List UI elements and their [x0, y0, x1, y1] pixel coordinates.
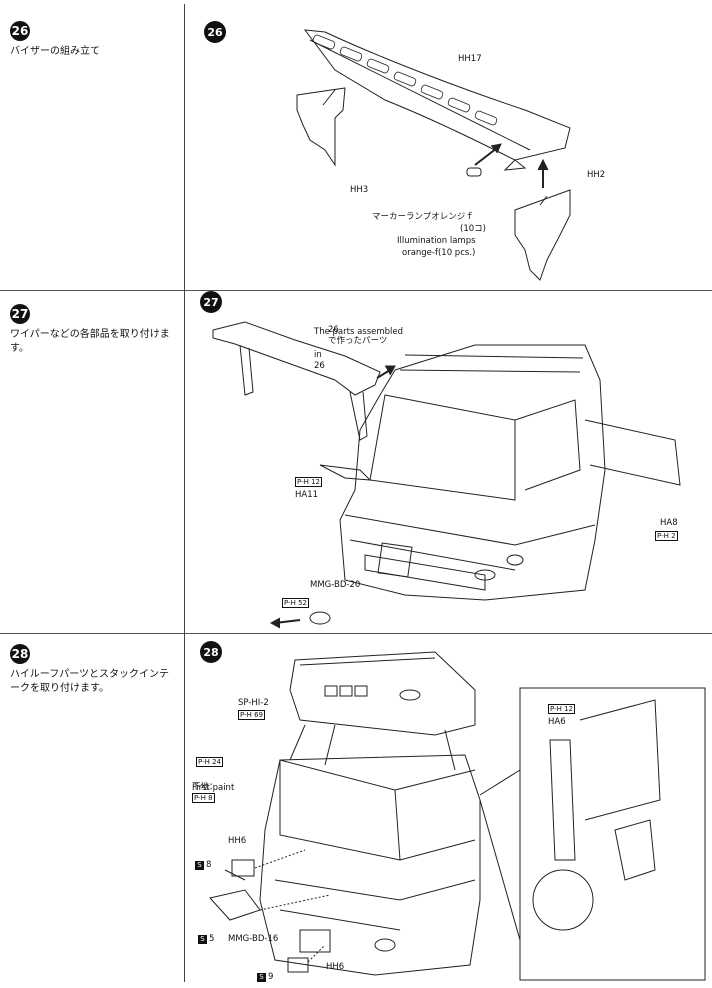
parts-assembled-in-text: in	[314, 350, 322, 360]
mmg-bd-20-page-label: P-H 52	[282, 598, 309, 609]
hh6-top-label: HH6	[228, 836, 247, 846]
step-28-badge-text: 28	[203, 646, 218, 659]
column-divider	[184, 4, 185, 982]
ha8-page-ref: P-H 2	[655, 531, 678, 541]
ha8-label: HA8	[660, 518, 678, 528]
hh3-label: HH3	[350, 185, 369, 195]
s5-badge: S	[198, 935, 207, 944]
made-in-26-text: で作ったパーツ	[328, 336, 388, 346]
step-27-description: 27 ワイパーなどの各部品を取り付けます。	[10, 303, 180, 356]
truck-cab-28-drawing	[209, 724, 481, 976]
step-description-column: 26 バイザーの組み立て 27 ワイパーなどの各部品を取り付けます。 28 ハイ…	[0, 0, 184, 988]
sp-hi-2-label: SP-HI-2	[238, 698, 269, 708]
inset-page-ref: P-H 12	[548, 704, 575, 714]
step-27-title: ワイパーなどの各部品を取り付けます。	[10, 329, 170, 354]
sp-hi-2-page-label: P-H 69	[238, 710, 265, 721]
s9-badge: S	[257, 973, 266, 982]
page-24-ref: P-H 24	[196, 757, 223, 767]
visor-assembly-drawing	[212, 321, 396, 441]
step-26-description: 26 バイザーの組み立て	[10, 20, 180, 59]
separator-26-27	[0, 290, 184, 291]
step-27-badge	[200, 291, 222, 313]
ha6-label: HA6	[548, 717, 566, 727]
step-28-number: 28	[10, 644, 30, 664]
ha8-page-label: P-H 2	[655, 531, 678, 542]
ha11-label: HA11	[295, 490, 319, 500]
ha11-page-ref: P-H 12	[295, 477, 322, 487]
diagram-separator-26-27	[185, 290, 712, 291]
step-26-title: バイザーの組み立て	[10, 46, 100, 57]
truck-cab-drawing	[319, 344, 681, 601]
marker-lamp-en2-label: orange-f(10 pcs.)	[402, 248, 476, 258]
high-roof-drawing	[269, 611, 476, 736]
marker-lamp-jp-label: マーカーランプオレンジｆ	[372, 212, 474, 222]
bracket-hh3-drawing	[296, 87, 346, 167]
separator-27-28	[0, 633, 184, 634]
made-in-26-ref: 26	[328, 325, 339, 335]
inset-page-label: P-H 12	[548, 704, 575, 715]
mmg-bd-20-page-ref: P-H 52	[282, 598, 309, 608]
step-27-number: 27	[10, 304, 30, 324]
step-26-number: 26	[10, 21, 30, 41]
mmg-bd-16-label: MMG-BD-16	[228, 934, 279, 944]
mmg16-part-drawing	[209, 889, 261, 921]
made-in-26-label: 26 で作ったパーツ	[328, 314, 387, 347]
marker-lamp-en1-label: Illumination lamps	[397, 236, 476, 246]
parts-assembled-en2-label: in 26	[314, 339, 325, 372]
inset-detail-box	[479, 687, 706, 981]
s8-number: 8	[206, 860, 212, 870]
mmg20-part-drawing	[309, 611, 331, 625]
first-paint-jp-text: 下地：	[192, 782, 218, 792]
assembly-diagrams: 26 27 28	[200, 21, 706, 981]
first-paint-jp-label: 下地： P-H 8	[192, 771, 218, 804]
first-paint-page-ref: P-H 8	[192, 793, 215, 803]
step-26-badge	[204, 21, 226, 43]
diagram-separator-27-28	[185, 633, 712, 634]
step-27-badge-text: 27	[203, 296, 218, 309]
step-badges	[200, 21, 226, 663]
parts-assembled-ref: 26	[314, 361, 325, 371]
step-28-description: 28 ハイルーフパーツとスタックインテークを取り付けます。	[10, 643, 180, 696]
sp-hi-2-page-ref: P-H 69	[238, 710, 265, 720]
hh17-label: HH17	[458, 54, 482, 64]
page-24-label: P-H 24	[196, 757, 223, 768]
step-26-badge-text: 26	[207, 26, 223, 39]
marker-lamp-qty-label: (10コ)	[460, 224, 486, 234]
hh6-bottom-label: HH6	[326, 962, 345, 972]
s9-number: 9	[268, 972, 274, 982]
bracket-hh2-drawing	[514, 158, 571, 281]
step-28-badge	[200, 641, 222, 663]
visor-hh17-drawing	[303, 29, 571, 171]
parts-assembled-en1-label: The parts assembled	[314, 327, 404, 337]
ha11-page-label: P-H 12	[295, 477, 322, 488]
lamp-part-drawing	[466, 143, 502, 177]
s5-number: 5	[209, 934, 215, 944]
step-28-title: ハイルーフパーツとスタックインテークを取り付けます。	[10, 669, 169, 694]
hh6-top-part-drawing	[224, 869, 246, 881]
hh2-label: HH2	[587, 170, 606, 180]
s8-badge: S	[195, 861, 204, 870]
mmg-bd-20-label: MMG-BD-20	[310, 580, 361, 590]
first-paint-en-label: First paint	[192, 783, 235, 793]
hh6-bottom-part-drawing	[287, 957, 309, 973]
